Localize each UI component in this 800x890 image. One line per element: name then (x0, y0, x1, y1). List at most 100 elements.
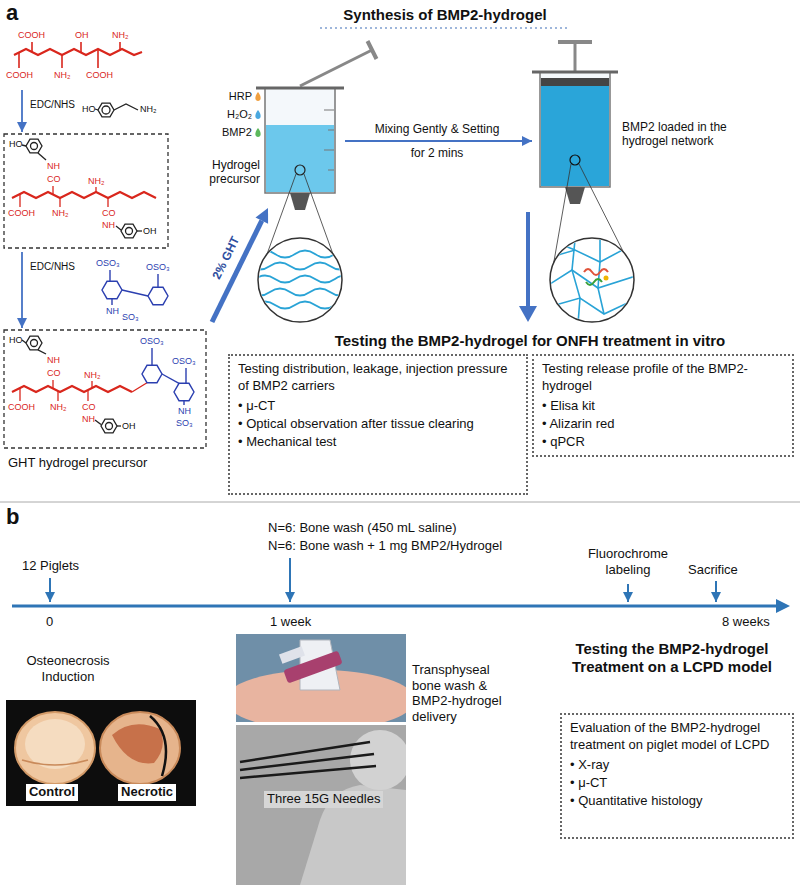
chem-label: NH (82, 414, 95, 424)
xray-image (236, 725, 406, 885)
ght-structure (101, 419, 117, 433)
chem-label: NH (102, 220, 115, 230)
syringe-loaded (552, 298, 634, 314)
syringe-label: Hydrogel precursor (196, 158, 260, 187)
syringe-precursor (250, 263, 350, 270)
test-box: Testing distribution, leakage, injection… (228, 354, 528, 495)
gelatin-structure (14, 49, 142, 55)
reagent-drops (255, 92, 260, 137)
syringe-loaded (572, 240, 580, 324)
ght-structure (142, 365, 162, 382)
bullet-item: • Elisa kit (542, 398, 784, 415)
section-title: Testing the BMP2-hydrogel for ONFH treat… (335, 332, 726, 350)
ght-structure (22, 336, 121, 433)
chem-label: CO (102, 208, 116, 218)
group-label: N=6: Bone wash + 1 mg BMP2/Hydrogel (268, 538, 502, 554)
ght-structure (91, 381, 92, 388)
ght-arrow (256, 208, 269, 224)
syringe-loaded (604, 276, 609, 281)
chem-label: NH₂ (54, 70, 71, 80)
intermediate-structure (137, 230, 142, 231)
photo-label: Osteonecrosis Induction (12, 653, 124, 684)
femoral-head-photo (15, 712, 95, 784)
tyramine-structure (102, 106, 110, 114)
syringe-loaded (532, 71, 618, 74)
bullet-item: • Mechanical test (238, 434, 518, 451)
syringe-loaded (586, 279, 602, 285)
chem-label: NH (178, 406, 191, 416)
test-box: Testing release profile of the BMP2-hydr… (532, 354, 794, 457)
photo-label: Transphyseal bone wash & BMP2-hydrogel d… (412, 662, 520, 724)
gelatin-structure (97, 49, 99, 68)
femoral-head-photo (6, 700, 196, 806)
mixing-arrow (345, 140, 532, 142)
reagent-drops (255, 110, 260, 119)
ght-structure (4, 330, 206, 448)
heparin-structure (122, 290, 148, 296)
tyramine-structure (98, 103, 114, 117)
intermediate-structure (26, 139, 42, 153)
syringe-label: BMP2 loaded in the hydrogel network (622, 120, 740, 149)
syringe-precursor (300, 50, 372, 86)
intermediate-structure (12, 192, 156, 198)
intermediate-structure (19, 194, 20, 207)
timeline-tick: 0 (46, 614, 53, 630)
ght-structure (26, 336, 42, 350)
syringe-loaded (570, 155, 580, 165)
group-label: N=6: Bone wash (450 mL saline) (268, 520, 456, 536)
chem-label: CO (47, 368, 61, 378)
bullet-item: • Alizarin red (542, 416, 784, 433)
reagent-drops (255, 128, 260, 137)
timeline-event: Sacrifice (688, 562, 738, 578)
heparin-structure (102, 270, 168, 305)
reagent-label: EDC/NHS (30, 100, 75, 110)
chem-label: NH₂ (88, 176, 105, 186)
section-title: Testing the BMP2-hydrogel Treatment on a… (548, 640, 796, 676)
chem-label: NH (47, 161, 60, 171)
timeline-event: Fluorochrome labeling (582, 546, 674, 577)
syringe-loaded (541, 86, 609, 186)
chem-label: OSO₃ (140, 336, 164, 346)
reagent-label: EDC/NHS (30, 262, 75, 272)
xray-image (240, 742, 370, 762)
title-rule (320, 27, 570, 29)
heparin-structure (157, 274, 158, 287)
intermediate-structure (59, 198, 60, 207)
ght-structure (31, 340, 38, 347)
flow-arrow (526, 212, 530, 308)
syringe-loaded (548, 238, 636, 324)
reaction-arrow (21, 90, 23, 132)
flow-arrow (519, 212, 537, 322)
syringe-loaded (532, 42, 636, 324)
intermediate-structure (116, 226, 121, 230)
intermediate-structure (126, 228, 133, 235)
ght-structure (151, 348, 152, 365)
reagent-label: HRP (229, 90, 252, 103)
femoral-head-photo (22, 760, 88, 765)
bullet-item: • μ-CT (570, 775, 784, 792)
syringe-precursor (255, 251, 355, 258)
syringe-loaded (541, 78, 609, 86)
reaction-arrow (21, 252, 23, 328)
chem-label: COOH (6, 70, 33, 80)
intermediate-structure (4, 134, 168, 248)
syringe-loaded (548, 246, 630, 262)
heparin-structure (109, 270, 110, 281)
ght-structure (106, 423, 113, 430)
chem-label: NH₂ (52, 208, 69, 218)
chem-label: OSO₃ (146, 262, 170, 272)
syringe-loaded (558, 40, 592, 44)
ght-structure (38, 350, 46, 354)
chem-label: NH₂ (140, 104, 157, 114)
surgery-photo (279, 646, 305, 664)
gelatin-structure (119, 42, 121, 50)
ght-structure (19, 388, 20, 401)
gelatin-structure (14, 42, 142, 68)
bullet-item: • Quantitative histology (570, 793, 784, 810)
femoral-head-photo (6, 700, 196, 806)
photo-tag: Necrotic (118, 784, 176, 801)
syringe-loaded (548, 258, 552, 306)
gelatin-structure (61, 55, 63, 68)
ght-structure (95, 420, 101, 425)
timeline (12, 558, 790, 613)
